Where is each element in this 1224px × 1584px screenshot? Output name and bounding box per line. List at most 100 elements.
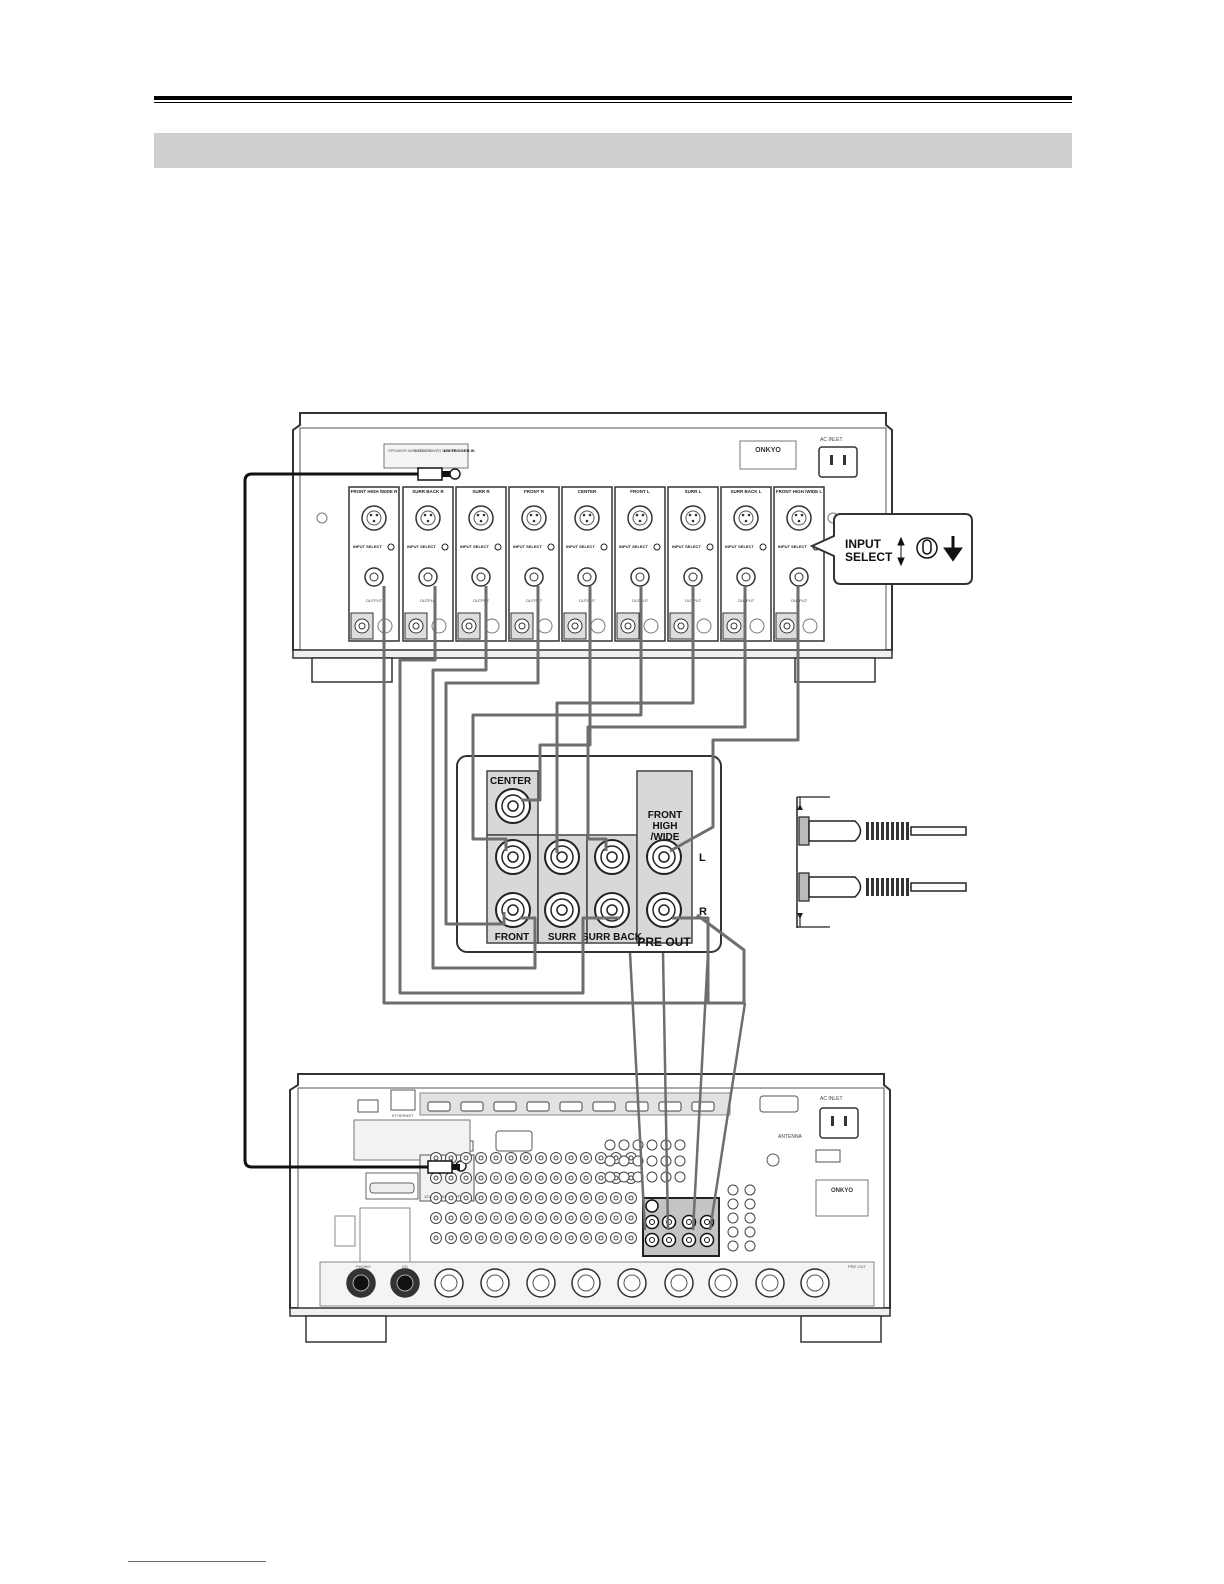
input-select-callout: INPUT SELECT [809,513,973,585]
hdmi-port[interactable] [493,1101,517,1112]
receiver-rca-jack[interactable] [744,1198,756,1210]
receiver-pre-out-label: PRE OUT [848,1264,866,1269]
amp-brand-label: ONKYO [755,447,781,454]
front-high-label-2: HIGH [653,821,678,832]
receiver-rca-jack[interactable] [727,1240,739,1252]
pre-out-rca-jack[interactable] [544,839,580,875]
trigger-in-jack[interactable] [449,468,461,480]
receiver-rca-jack[interactable] [744,1184,756,1196]
pre-out-rca-jack[interactable] [495,839,531,875]
pre-out-rca-jack[interactable] [544,892,580,928]
pre-out-rca-jack[interactable] [495,892,531,928]
receiver-rca-jack[interactable] [604,1155,616,1167]
input-select-label: INPUT SELECT [725,544,754,549]
input-select-switch[interactable] [706,543,714,551]
trigger-cable [243,472,455,1169]
receiver-rca-jack[interactable] [618,1171,630,1183]
rca-plug-illustration [796,796,967,928]
receiver-rca-jack[interactable] [727,1226,739,1238]
amp-ac-inlet[interactable] [818,446,858,478]
input-select-label: INPUT SELECT [672,544,701,549]
receiver-rca-jack[interactable] [604,1139,616,1151]
receiver-rca-jack[interactable] [604,1171,616,1183]
trigger-plug-top [417,467,450,481]
hdmi-port[interactable] [427,1101,451,1112]
amp-channel-label: SURR R [472,489,490,494]
pre-out-rca-jack[interactable] [646,839,682,875]
output-label: OUTPUT [526,598,543,603]
input-select-switch[interactable] [600,543,608,551]
receiver-rca-jack[interactable] [674,1139,686,1151]
rca-cable [555,586,695,853]
rca-cable [669,586,800,853]
pre-out-label: PRE OUT [637,935,691,949]
hdmi-port[interactable] [592,1101,616,1112]
amp-channel-label: SURR BACK R [412,489,444,494]
callout-input-label: INPUT [845,537,882,551]
input-select-switch[interactable] [441,543,449,551]
amp-channel-label: CENTER [578,489,597,494]
receiver-rca-jack[interactable] [727,1198,739,1210]
amp-channel-label: SURR BACK L [731,489,762,494]
down-arrow-icon [943,536,963,562]
receiver-brand-label: ONKYO [831,1188,853,1194]
receiver-rca-jack[interactable] [618,1139,630,1151]
hdmi-port[interactable] [460,1101,484,1112]
receiver-pre-out-jack[interactable] [645,1199,659,1213]
receiver-rca-jack[interactable] [744,1240,756,1252]
cable-bundle [628,952,747,1231]
receiver-ac-inlet[interactable] [819,1107,859,1139]
input-select-switch[interactable] [387,543,395,551]
trigger-out-label: 12V TRIGGER OUT [424,1194,460,1199]
pre-out-rca-jack[interactable] [594,892,630,928]
center-label: CENTER [490,776,532,787]
output-label: OUTPUT [420,598,437,603]
section-title-bar [154,133,1072,168]
rca-cable [398,586,620,995]
receiver-rca-jack[interactable] [646,1155,658,1167]
switch-icon [916,537,938,559]
auto-power-down-label: AUTO POWER DOWN [414,448,455,453]
up-down-arrows-icon [897,536,905,567]
surr-label: SURR [548,932,577,943]
hdmi-port[interactable] [526,1101,550,1112]
header-rule-thin [154,102,1072,103]
hdmi-port[interactable] [658,1101,682,1112]
trigger-in-label: 12V TRIGGER IN [443,448,475,453]
pre-out-rca-jack[interactable] [594,839,630,875]
receiver-rca-jack[interactable] [744,1212,756,1224]
input-select-switch[interactable] [547,543,555,551]
input-select-label: INPUT SELECT [778,544,807,549]
receiver-rca-jack[interactable] [674,1171,686,1183]
output-label: OUTPUT [579,598,596,603]
input-select-label: INPUT SELECT [460,544,489,549]
pre-out-rca-jack[interactable] [646,892,682,928]
input-select-switch[interactable] [759,543,767,551]
hdmi-port[interactable] [559,1101,583,1112]
input-select-switch[interactable] [494,543,502,551]
receiver-rca-jack[interactable] [674,1155,686,1167]
receiver-rca-jack[interactable] [744,1226,756,1238]
amp-channel-label: FRONT HIGH /WIDE L [776,489,822,494]
trigger-plug-bottom [427,1160,460,1174]
rca-cable [444,586,540,926]
receiver-rca-jack[interactable] [727,1184,739,1196]
receiver-rca-jack[interactable] [646,1139,658,1151]
input-select-switch[interactable] [653,543,661,551]
pre-out-rca-jack[interactable] [495,788,531,824]
pre-out-closeup: CENTER FRONT HIGH /WIDE L R FRONT SURR S… [456,755,722,953]
receiver-rca-jack[interactable] [727,1212,739,1224]
rca-cable [586,586,747,851]
header-rule [154,96,1072,100]
footer-link-underline [128,1561,266,1562]
hdmi-port[interactable] [691,1101,715,1112]
receiver-rca-jack[interactable] [618,1155,630,1167]
phono-label: PHONO [356,1264,371,1269]
receiver-rca-jack[interactable] [646,1171,658,1183]
